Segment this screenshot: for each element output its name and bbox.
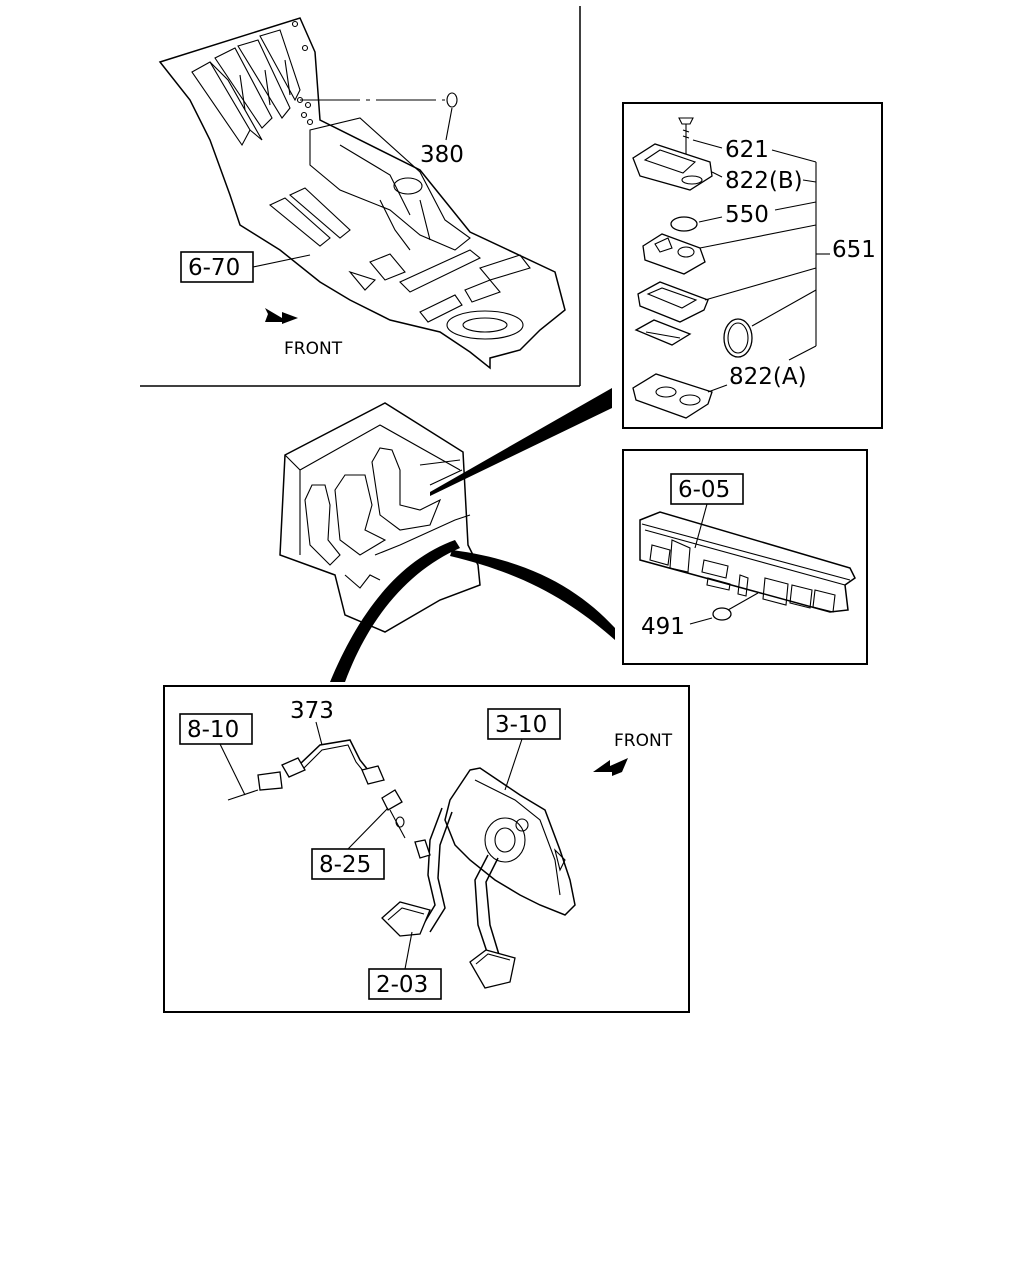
cap-icon [670,216,698,232]
callout-621: 621 [725,137,769,163]
callout-491: 491 [641,614,685,640]
callout-380: 380 [420,142,464,168]
tray-icon [637,281,709,323]
switch-icon [381,789,406,839]
ring-icon [723,318,753,358]
callout-6-05-box [670,473,744,505]
front-label-pedal: FRONT [614,731,673,751]
cover-b-icon [632,143,713,191]
front-arrow-icon-pedal [593,758,628,776]
dash-panel-drawing [639,511,856,613]
callout-6-70: 6-70 [188,255,240,281]
callout-8-25-box [311,848,385,880]
harness-icon [227,739,385,801]
callout-550: 550 [725,202,769,228]
callout-373: 373 [290,698,334,724]
callout-6-05: 6-05 [678,477,730,503]
leader-pedal [330,540,460,682]
holder-icon [642,233,706,275]
callout-822b: 822(B) [725,168,803,194]
floor-view: 380 6-70 FRONT [140,6,581,387]
console-view: 621 822(B) 550 [622,102,883,429]
front-label-floor: FRONT [284,339,343,359]
callout-8-10-box [179,713,253,745]
front-arrow-icon [265,308,298,324]
cover-a-icon [632,373,713,419]
grommet-380-icon [446,92,458,108]
callout-6-70-box [180,251,254,283]
pedal-assembly-drawing [381,767,576,989]
callout-651: 651 [832,237,876,263]
callout-3-10-box [487,708,561,740]
cab-overview [279,388,615,682]
callout-8-25: 8-25 [319,852,371,878]
leader-dash [450,550,615,640]
bracket-icon [634,319,692,346]
callout-3-10: 3-10 [495,712,547,738]
grommet-491-icon [712,607,732,621]
floor-panel-drawing [158,17,566,370]
callout-822a: 822(A) [729,364,807,390]
dash-view: 6-05 491 [622,449,868,665]
pedal-view: 8-10 373 8-25 3-10 [163,685,690,1013]
leader-console [430,388,612,496]
callout-8-10: 8-10 [187,717,239,743]
callout-2-03: 2-03 [376,972,428,998]
